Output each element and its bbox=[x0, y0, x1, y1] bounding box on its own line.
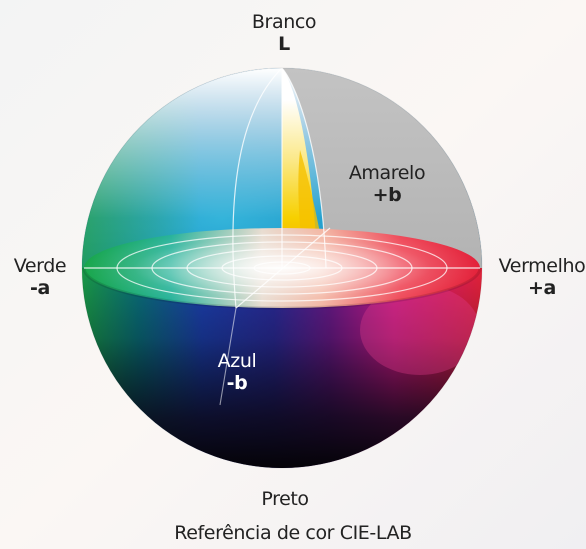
label-symbol: -b bbox=[226, 372, 248, 394]
label-red-right: Vermelho +a bbox=[499, 255, 586, 299]
label-symbol: L bbox=[278, 33, 290, 55]
sphere-outline bbox=[81, 67, 483, 469]
label-symbol: +a bbox=[528, 277, 556, 299]
b-axis bbox=[235, 227, 331, 309]
label-name: Azul bbox=[217, 350, 257, 372]
meridian-lines bbox=[232, 67, 327, 309]
label-name: Branco bbox=[251, 11, 317, 33]
label-name: Preto bbox=[261, 488, 309, 510]
label-white-top: Branco L bbox=[251, 11, 317, 55]
label-symbol: +b bbox=[372, 184, 402, 206]
figure-caption: Referência de cor CIE-LAB bbox=[174, 522, 412, 544]
label-blue: Azul -b bbox=[218, 350, 257, 394]
label-green-left: Verde -a bbox=[13, 255, 67, 299]
label-name: Vermelho bbox=[498, 255, 586, 277]
label-name: Verde bbox=[13, 255, 67, 277]
label-black-bottom: Preto bbox=[261, 488, 309, 510]
label-symbol: -a bbox=[30, 277, 50, 299]
label-yellow: Amarelo +b bbox=[348, 162, 426, 206]
label-name: Amarelo bbox=[348, 162, 426, 184]
